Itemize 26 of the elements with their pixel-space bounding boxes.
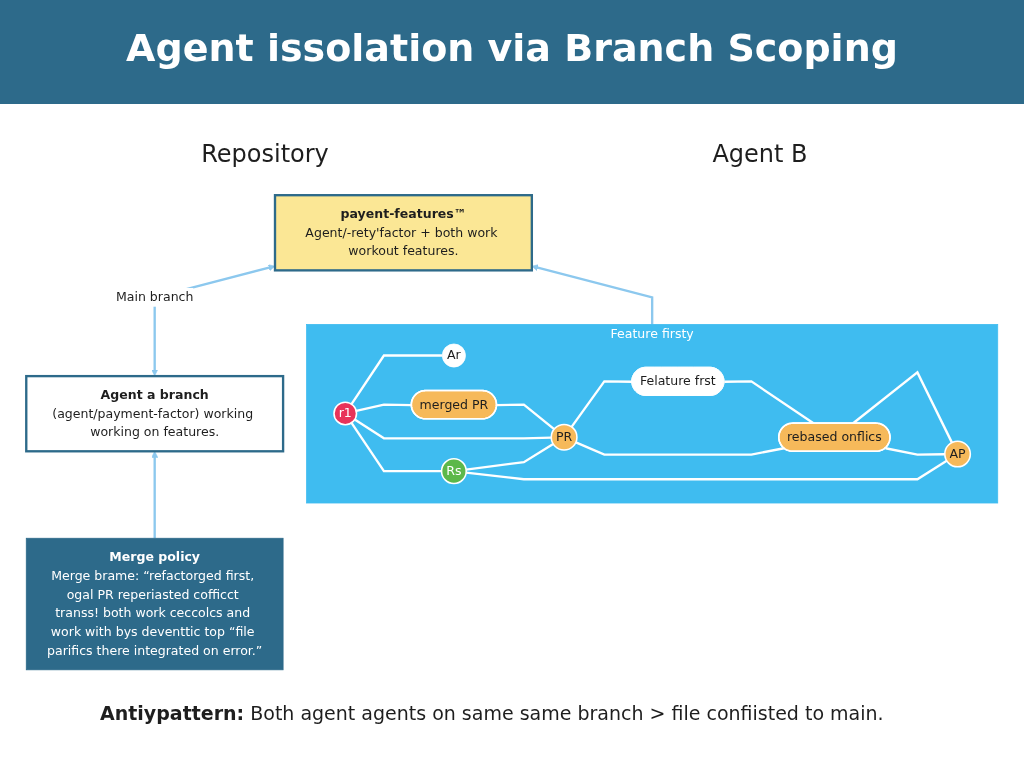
connector [466, 459, 948, 481]
node-circle: Rs [440, 458, 467, 485]
connector [350, 422, 442, 473]
arrow [151, 451, 159, 539]
connector [570, 380, 633, 428]
node-circle: AP [944, 440, 972, 468]
node-circle: Ar [441, 343, 466, 368]
connector [885, 447, 945, 456]
connector [354, 418, 552, 440]
connector [724, 380, 815, 425]
connector [496, 403, 555, 431]
edge-label: Main branch [115, 289, 194, 305]
node-circle: PR [550, 423, 578, 451]
note-text: Antiypattern: Both agent agents on same same branch > file confiisted to main. [100, 702, 884, 724]
arrow [531, 264, 654, 325]
node-circle: r1 [333, 401, 358, 426]
node-box: Merge policy Merge brame: “refactorged first, ogal PR reperiasted cofficct transs! both work ceccolcs and work with bys deventtic top “file parifics there integrated on error.” [25, 537, 284, 671]
connector [350, 354, 443, 405]
connector [575, 441, 785, 456]
connector [465, 443, 554, 471]
column-heading: Repository [201, 140, 329, 168]
node-box: Agent a branch (agent/payment-factor) working working on features. [25, 374, 285, 453]
title: Agent issolation via Branch Scoping [125, 26, 899, 70]
node-box: payent-features™ Agent/-rety'factor + both work workout features. [273, 194, 533, 272]
column-heading: Agent B [712, 140, 808, 168]
connector [852, 370, 953, 444]
